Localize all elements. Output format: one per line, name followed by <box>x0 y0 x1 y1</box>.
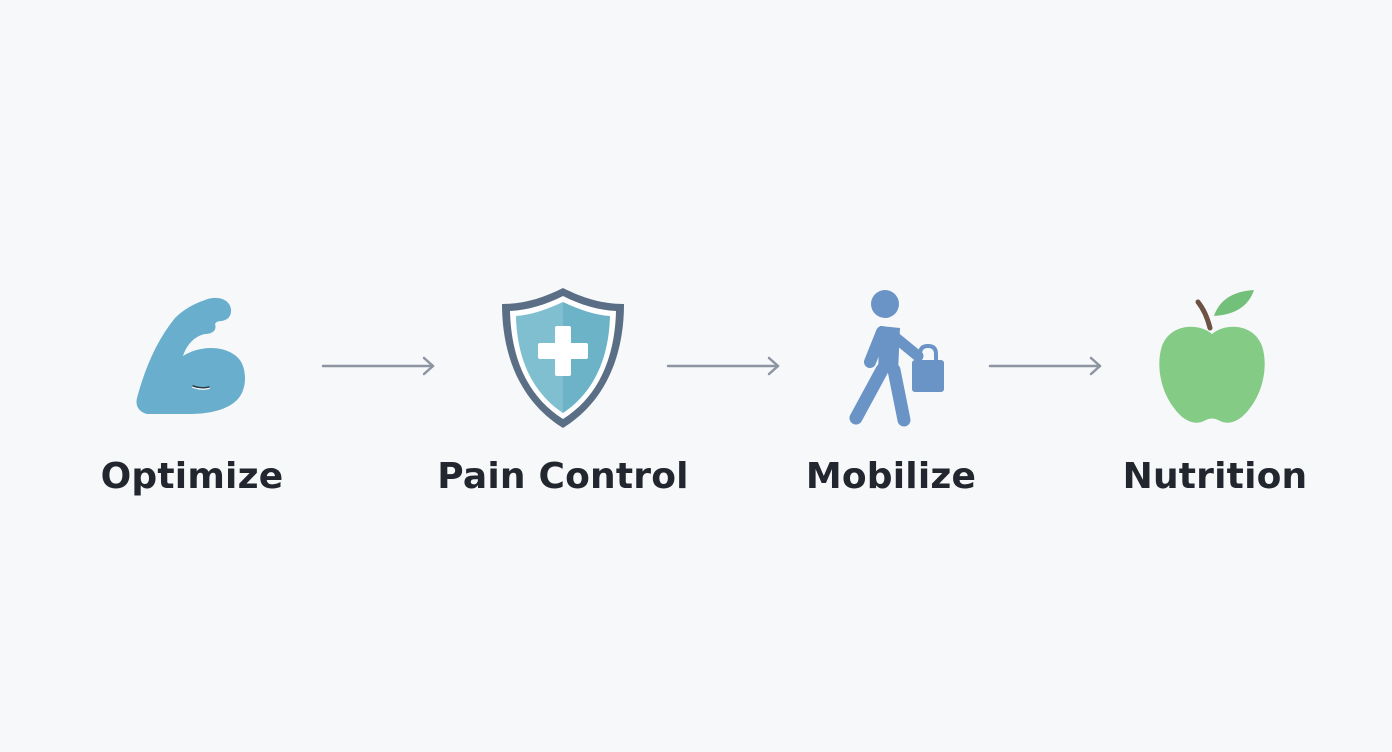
step-pain-control: Pain Control <box>423 282 703 497</box>
arrow-right-icon <box>988 356 1102 376</box>
step-mobilize: Mobilize <box>751 282 1031 497</box>
step-label: Pain Control <box>437 456 689 497</box>
step-label: Nutrition <box>1122 456 1308 497</box>
step-label: Mobilize <box>805 456 977 497</box>
medical-shield-icon <box>502 288 624 428</box>
walking-person-icon <box>849 290 944 427</box>
arrow-right-icon <box>666 356 780 376</box>
flexed-arm-icon <box>136 297 245 414</box>
step-optimize: Optimize <box>52 282 332 497</box>
step-label: Optimize <box>100 456 284 497</box>
step-nutrition: Nutrition <box>1075 282 1355 497</box>
apple-icon <box>1159 290 1265 423</box>
arrow-right-icon <box>321 356 435 376</box>
